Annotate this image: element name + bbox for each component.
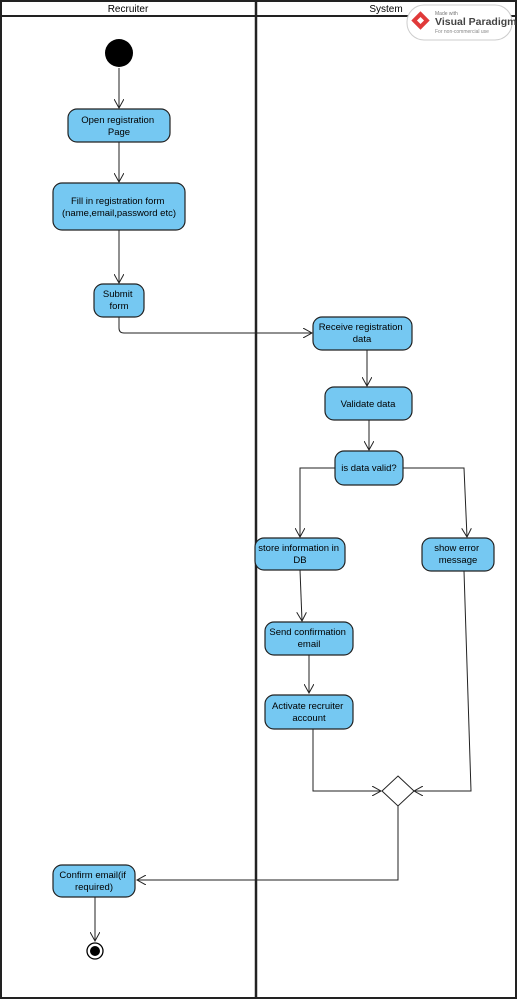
edge-submit-receive (118, 317, 312, 333)
label-open-registration: Open registration Page (81, 115, 157, 138)
edge-isvalid-error (403, 467, 467, 537)
lane-title-system: System (369, 4, 402, 15)
action-open-registration (67, 108, 171, 143)
edge-activate-merge (312, 729, 381, 791)
edge-store-send (300, 569, 302, 621)
initial-node (105, 39, 133, 67)
action-confirm-email (52, 864, 136, 898)
merge-node (381, 775, 415, 807)
lane-title-recruiter: Recruiter (108, 4, 149, 15)
action-store-info (254, 537, 346, 571)
edge-merge-confirm (137, 806, 399, 880)
edge-error-merge (414, 570, 472, 791)
action-receive-data (312, 316, 413, 351)
label-fill-form: Fill in registration form (name,email,pa… (62, 196, 176, 219)
action-send-confirmation (264, 621, 354, 656)
watermark-made-with: Made with (435, 11, 458, 17)
edge-isvalid-store (300, 467, 335, 537)
label-confirm-email: Confirm email(if required) (59, 870, 128, 893)
action-activate-account (264, 694, 354, 730)
visual-paradigm-watermark: Made with Visual Paradigm For non-commer… (406, 4, 517, 41)
watermark-note: For non-commercial use (435, 29, 489, 35)
action-show-error (421, 537, 495, 572)
label-is-data-valid: is data valid? (341, 463, 396, 474)
label-validate-data: Validate data (341, 399, 396, 410)
label-activate-account: Activate recruiter account (272, 701, 346, 724)
final-node (86, 942, 104, 960)
label-store-info: store information in DB (258, 543, 341, 566)
action-submit-form (93, 283, 145, 318)
label-submit-form: Submit form (103, 289, 135, 312)
label-show-error: show error message (434, 543, 482, 566)
action-fill-form (52, 182, 186, 231)
action-validate-data (324, 386, 413, 421)
watermark-brand: Visual Paradigm (435, 16, 517, 28)
visual-paradigm-logo-icon (411, 11, 430, 30)
action-is-data-valid (334, 450, 404, 486)
label-receive-data: Receive registration data (319, 322, 406, 345)
label-send-confirmation: Send confirmation email (269, 627, 348, 650)
